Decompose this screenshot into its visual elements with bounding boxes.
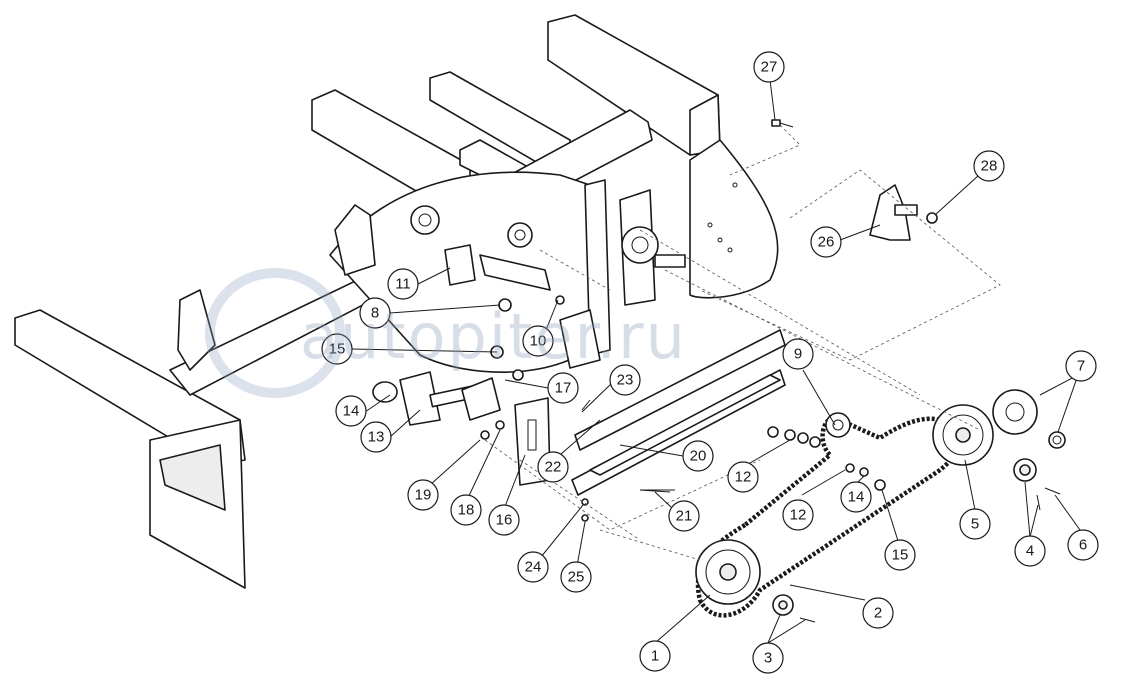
callout-23: 23	[609, 364, 641, 396]
callout-15a: 15	[321, 333, 353, 365]
callout-13: 13	[360, 421, 392, 453]
callout-27: 27	[753, 51, 785, 83]
svg-text:27: 27	[761, 59, 778, 76]
callout-10: 10	[522, 325, 554, 357]
callout-25: 25	[560, 561, 592, 593]
svg-text:16: 16	[496, 512, 513, 529]
svg-text:2: 2	[874, 605, 882, 622]
svg-text:15: 15	[329, 341, 346, 358]
callout-12b: 12	[782, 499, 814, 531]
svg-text:9: 9	[794, 346, 802, 363]
upper-right-parts	[771, 119, 938, 241]
tensioner-parts	[372, 244, 786, 522]
callout-7: 7	[1065, 350, 1097, 382]
callout-18: 18	[450, 494, 482, 526]
callout-19: 19	[407, 479, 439, 511]
svg-text:28: 28	[981, 158, 998, 175]
svg-text:12: 12	[735, 469, 752, 486]
callout-24: 24	[517, 551, 549, 583]
callout-3: 3	[752, 642, 784, 674]
callout-4: 4	[1014, 535, 1046, 567]
callout-26: 26	[810, 226, 842, 258]
svg-text:19: 19	[415, 487, 432, 504]
drive-assembly	[640, 389, 1066, 623]
svg-text:22: 22	[545, 459, 562, 476]
callouts: 1 2 3 4 5 6 7 8 9 10 11 12 12 13 14 14 1…	[321, 51, 1099, 674]
frame-assembly	[14, 14, 779, 589]
svg-text:15: 15	[892, 547, 909, 564]
svg-text:13: 13	[368, 429, 385, 446]
callout-6: 6	[1067, 529, 1099, 561]
svg-text:3: 3	[764, 650, 772, 667]
svg-text:18: 18	[458, 502, 475, 519]
svg-text:17: 17	[555, 380, 572, 397]
callout-12a: 12	[727, 461, 759, 493]
callout-17: 17	[547, 372, 579, 404]
callout-5: 5	[959, 508, 991, 540]
svg-text:5: 5	[971, 516, 979, 533]
svg-text:26: 26	[818, 234, 835, 251]
callout-22: 22	[537, 451, 569, 483]
callout-15b: 15	[884, 539, 916, 571]
callout-8: 8	[359, 297, 391, 329]
svg-text:14: 14	[848, 489, 865, 506]
svg-text:6: 6	[1079, 537, 1087, 554]
callout-21: 21	[668, 500, 700, 532]
svg-text:23: 23	[617, 372, 634, 389]
callout-14a: 14	[335, 395, 367, 427]
callout-28: 28	[973, 150, 1005, 182]
leader-lines	[351, 79, 1081, 644]
svg-text:1: 1	[651, 648, 659, 665]
svg-text:7: 7	[1077, 358, 1085, 375]
callout-1: 1	[639, 640, 671, 672]
callout-14b: 14	[840, 481, 872, 513]
callout-2: 2	[862, 597, 894, 629]
svg-text:24: 24	[525, 559, 542, 576]
svg-text:21: 21	[676, 508, 693, 525]
svg-text:12: 12	[790, 507, 807, 524]
svg-text:4: 4	[1026, 543, 1034, 560]
svg-text:14: 14	[343, 403, 360, 420]
svg-text:20: 20	[690, 448, 707, 465]
callout-9: 9	[782, 338, 814, 370]
callout-11: 11	[387, 268, 419, 300]
svg-text:11: 11	[395, 276, 411, 293]
callout-20: 20	[682, 440, 714, 472]
callout-16: 16	[488, 504, 520, 536]
svg-text:25: 25	[568, 569, 585, 586]
svg-text:8: 8	[371, 305, 379, 322]
svg-text:10: 10	[530, 333, 547, 350]
